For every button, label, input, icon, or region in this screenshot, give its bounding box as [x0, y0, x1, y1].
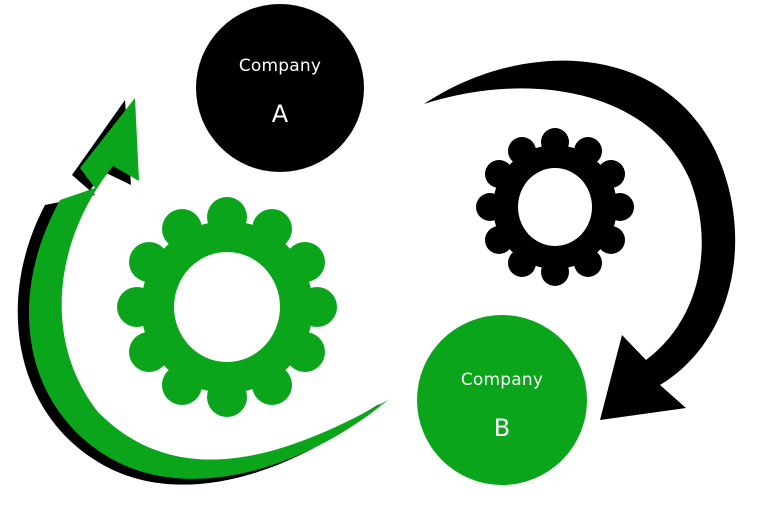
company-a-circle	[196, 4, 364, 172]
company-b-label: Company B	[417, 370, 587, 442]
company-a-letter: A	[271, 100, 289, 128]
black-gear-icon	[476, 128, 634, 286]
company-b-node	[417, 315, 587, 485]
company-b-letter: B	[493, 414, 511, 442]
green-gear-icon	[117, 197, 337, 417]
company-a-word: Company	[238, 56, 322, 76]
company-b-circle	[417, 315, 587, 485]
company-a-label: Company A	[195, 56, 365, 128]
company-b-word: Company	[460, 370, 544, 390]
company-a-node	[196, 4, 364, 172]
